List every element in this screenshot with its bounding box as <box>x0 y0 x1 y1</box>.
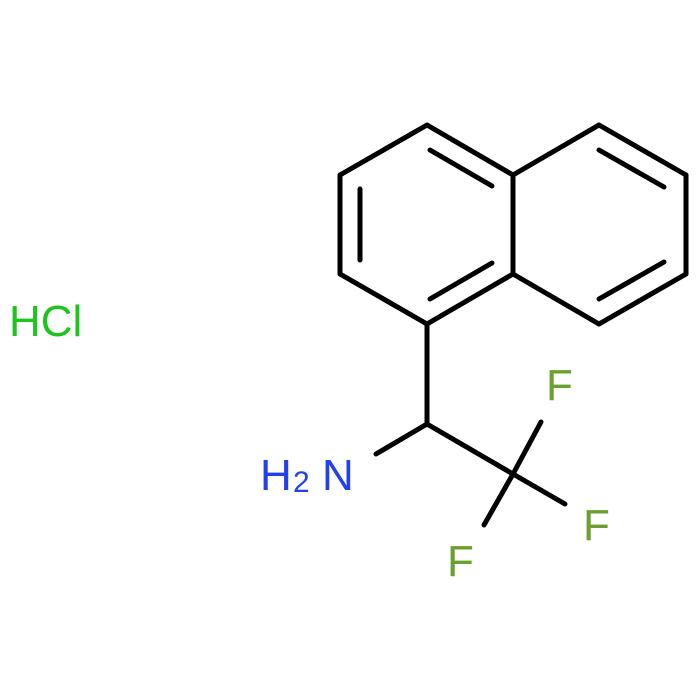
atom-labels: F F F H 2 N HCl <box>9 297 610 586</box>
bond-c4-c4a <box>424 271 516 327</box>
bond-c3-c4 <box>337 271 430 327</box>
double-bond-inner-left-2 <box>427 147 495 189</box>
bond-c8a-c1 <box>424 122 516 178</box>
amine-nitrogen-symbol: N <box>322 451 354 500</box>
atom-label-fluorine-top: F <box>546 361 573 410</box>
atom-label-amine: H 2 N <box>260 451 354 500</box>
atom-label-fluorine-left: F <box>447 537 474 586</box>
bond-c8-c7 <box>596 122 689 178</box>
salt-label-hcl: HCl <box>9 297 82 346</box>
naphthalene-ring-system <box>337 122 689 327</box>
bond-cf3-to-fluorine-right <box>510 471 568 507</box>
amine-hydrogen-symbol: H <box>260 451 292 500</box>
double-bond-inner-right-1 <box>596 147 667 190</box>
double-bond-inner-right-2 <box>596 259 667 302</box>
bond-chiral-carbon-to-amine <box>373 421 430 457</box>
bond-cf3-to-fluorine-left <box>481 471 516 528</box>
atom-label-fluorine-right: F <box>583 501 610 550</box>
bond-c8a-c8 <box>510 122 602 178</box>
side-chain <box>373 321 568 528</box>
double-bond-inner-left-3 <box>427 260 495 302</box>
bond-c5-c4a <box>510 271 602 327</box>
bond-c6-c5 <box>596 271 689 327</box>
bond-cf3-to-fluorine-top <box>510 419 544 477</box>
bond-chiral-carbon-to-cf3 <box>424 421 516 477</box>
amine-hydrogen-subscript: 2 <box>293 466 310 499</box>
bond-c1-c2 <box>337 122 430 178</box>
